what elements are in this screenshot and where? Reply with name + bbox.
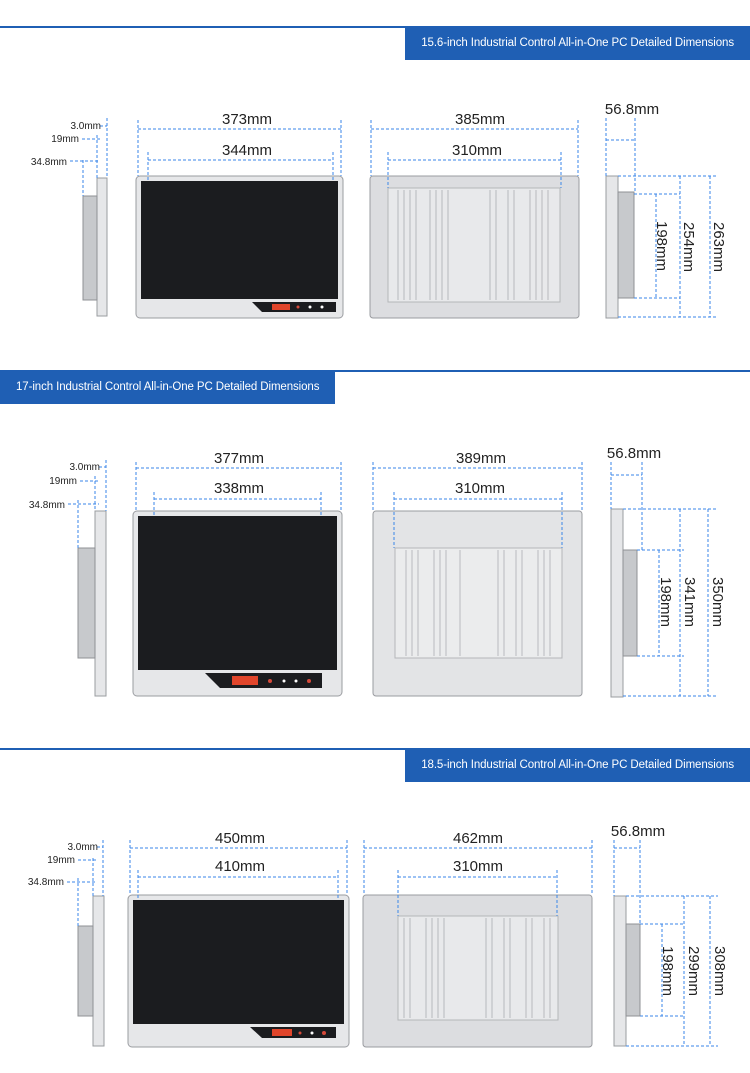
depth-dim-label: 34.8mm [28,877,64,888]
dimension-drawing-18-5: 3.0mm 19mm 34.8mm 450mm 410mm [28,823,728,1048]
section-18-5-inch: 18.5-inch Industrial Control All-in-One … [0,740,750,1073]
profile-overall-height-label: 308mm [711,946,728,996]
bezel-dim-label: 3.0mm [69,462,100,473]
bezel-dim-label: 3.0mm [67,842,98,853]
front-screen-width-label: 410mm [215,858,265,875]
profile-view: 56.8mm 198mm 341mm 350mm [607,445,726,698]
front-view: 450mm 410mm [127,830,350,1048]
banner-rule [0,26,750,28]
back-mount-width-label: 310mm [452,142,502,159]
front-view: 373mm 344mm [135,111,344,319]
profile-view: 56.8mm 198mm 254mm 263mm [605,101,727,319]
profile-mount-height-label: 198mm [657,577,674,627]
bezel-dim-label: 3.0mm [70,121,101,132]
profile-overall-height-label: 263mm [710,222,727,272]
dimension-drawing-17: 3.0mm 19mm 34.8mm 377mm 338mm [29,445,726,698]
back-overall-width-label: 462mm [453,830,503,847]
back-mount-width-label: 310mm [455,480,505,497]
section-title-banner: 18.5-inch Industrial Control All-in-One … [405,748,750,782]
panel-dim-label: 19mm [49,476,77,487]
side-view: 3.0mm 19mm 34.8mm [29,460,107,697]
panel-dim-label: 19mm [51,134,79,145]
side-view: 3.0mm 19mm 34.8mm [28,840,105,1047]
profile-inner-height-label: 254mm [680,222,697,272]
depth-dim-label: 34.8mm [29,500,65,511]
profile-mount-height-label: 198mm [659,946,676,996]
profile-inner-height-label: 299mm [685,946,702,996]
section-title-banner: 15.6-inch Industrial Control All-in-One … [405,26,750,60]
panel-dim-label: 19mm [47,855,75,866]
depth-dim-label: 34.8mm [31,157,67,168]
profile-thickness-label: 56.8mm [611,823,665,840]
back-view: 389mm 310mm [372,450,583,697]
front-overall-width-label: 377mm [214,450,264,467]
section-15-6-inch: 15.6-inch Industrial Control All-in-One … [0,0,750,370]
back-overall-width-label: 389mm [456,450,506,467]
back-mount-width-label: 310mm [453,858,503,875]
front-overall-width-label: 373mm [222,111,272,128]
banner-rule [0,748,750,750]
profile-thickness-label: 56.8mm [607,445,661,462]
front-view: 377mm 338mm [132,450,343,697]
profile-overall-height-label: 350mm [709,577,726,627]
front-screen-width-label: 344mm [222,142,272,159]
dimension-drawing-15-6: 3.0mm 19mm 34.8mm 373mm 344mm [31,101,727,319]
side-view: 3.0mm 19mm 34.8mm [31,118,108,317]
profile-mount-height-label: 198mm [653,221,670,271]
profile-thickness-label: 56.8mm [605,101,659,118]
back-view: 462mm 310mm [362,830,593,1048]
banner-rule [0,370,750,372]
front-overall-width-label: 450mm [215,830,265,847]
back-view: 385mm 310mm [369,111,580,319]
profile-view: 56.8mm 198mm 299mm 308mm [611,823,728,1047]
back-overall-width-label: 385mm [455,111,505,128]
front-screen-width-label: 338mm [214,480,264,497]
section-title-banner: 17-inch Industrial Control All-in-One PC… [0,370,336,404]
profile-inner-height-label: 341mm [681,577,698,627]
section-17-inch: 17-inch Industrial Control All-in-One PC… [0,370,750,740]
